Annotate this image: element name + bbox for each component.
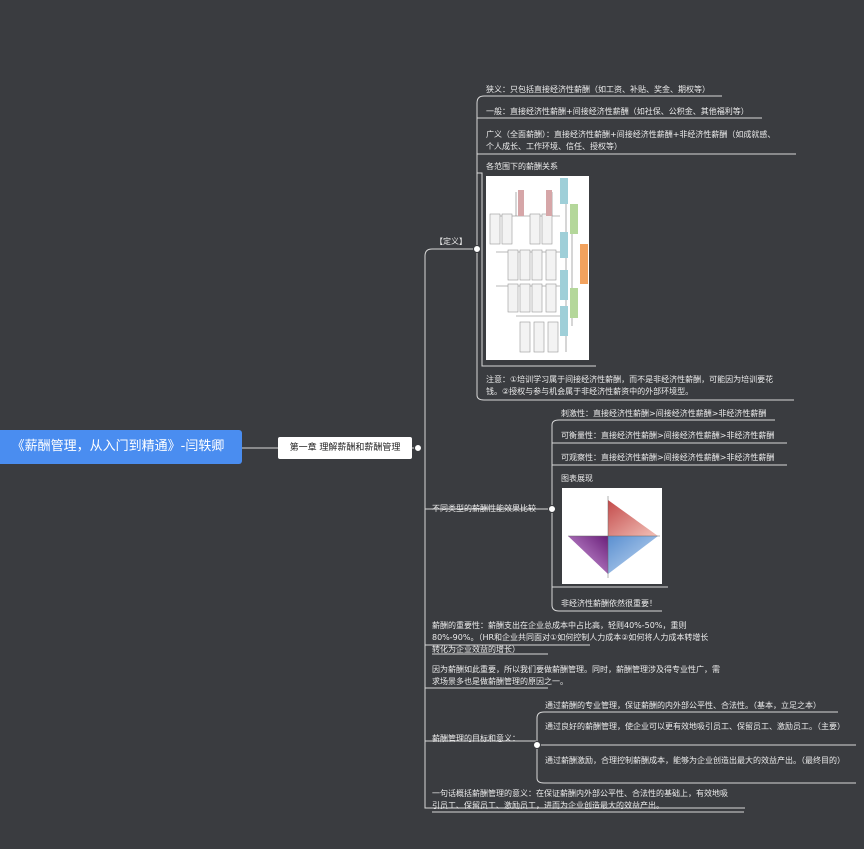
definition-general[interactable]: 一般：直接经济性薪酬+间接经济性薪酬（如社保、公积金、其他福利等） (486, 107, 749, 116)
quadrant-chart-image (562, 488, 662, 584)
definition-node[interactable]: 【定义】 (435, 237, 467, 246)
goal-final[interactable]: 通过薪酬激励，合理控制薪酬成本，能够为企业创造出最大的效益产出。（最终目的） (545, 756, 845, 765)
goals-node[interactable]: 薪酬管理的目标和意义： (432, 734, 520, 743)
reason-node[interactable]: 因为薪酬如此重要，所以我们要做薪酬管理。同时，薪酬管理涉及得专业性广，需求场景多… (432, 665, 720, 686)
summary-node[interactable]: 一句话概括薪酬管理的意义：在保证薪酬内外部公平性、合法性的基础上，有效地吸引员工… (432, 789, 728, 810)
compare-chart[interactable]: 图表展现 (561, 474, 593, 483)
importance-node[interactable]: 薪酬的重要性：薪酬支出在企业总成本中占比高，轻则40%-50%，重则80%-90… (432, 621, 709, 654)
goal-main[interactable]: 通过良好的薪酬管理，使企业可以更有效地吸引员工、保留员工、激励员工。（主要） (545, 722, 845, 731)
definition-narrow[interactable]: 狭义：只包括直接经济性薪酬（如工资、补贴、奖金、期权等） (486, 85, 710, 94)
definition-note[interactable]: 注意：①培训学习属于间接经济性薪酬，而不是非经济性薪酬，可能因为培训要花钱。②授… (486, 375, 774, 396)
root-node[interactable]: 《薪酬管理，从入门到精通》-闫轶卿 (0, 430, 242, 464)
compare-measurable[interactable]: 可衡量性：直接经济性薪酬>间接经济性薪酬>非经济性薪酬 (561, 431, 775, 440)
relation-diagram-image (486, 176, 589, 360)
relation-diagram (489, 178, 588, 353)
definition-relation[interactable]: 各范围下的薪酬关系 (486, 162, 558, 171)
quadrant-chart (568, 496, 660, 578)
definition-broad[interactable]: 广义（全面薪酬）：直接经济性薪酬+间接经济性薪酬+非经济性薪酬（如成就感、个人成… (486, 130, 776, 151)
goal-basic[interactable]: 通过薪酬的专业管理，保证薪酬的内外部公平性、合法性。（基本，立足之本） (545, 701, 821, 710)
chapter-node[interactable]: 第一章 理解薪酬和薪酬管理 (278, 437, 412, 459)
compare-nonmonetary[interactable]: 非经济性薪酬依然很重要！ (561, 599, 657, 608)
compare-observable[interactable]: 可观察性：直接经济性薪酬>间接经济性薪酬>非经济性薪酬 (561, 453, 775, 462)
compare-node[interactable]: 不同类型的薪酬性能效果比较 (432, 504, 536, 513)
compare-stimulus[interactable]: 刺激性：直接经济性薪酬>间接经济性薪酬>非经济性薪酬 (561, 409, 767, 418)
